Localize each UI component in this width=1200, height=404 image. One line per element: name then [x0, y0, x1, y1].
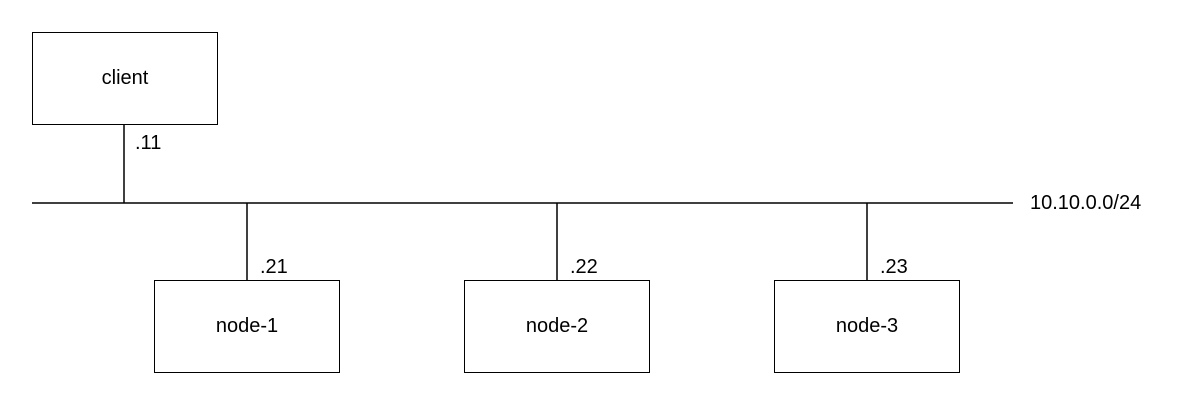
- node-3-address: .23: [880, 256, 908, 278]
- client-label: client: [101, 67, 149, 89]
- node-3-box: node-3: [774, 280, 960, 373]
- node-1-box: node-1: [154, 280, 340, 373]
- subnet-label: 10.10.0.0/24: [1030, 192, 1142, 214]
- node-3-label: node-3: [835, 315, 899, 337]
- client-box: client: [32, 32, 218, 125]
- node-1-label: node-1: [215, 315, 279, 337]
- client-address: .11: [135, 132, 162, 154]
- node-2-label: node-2: [525, 315, 589, 337]
- node-2-address: .22: [570, 256, 598, 278]
- node-2-box: node-2: [464, 280, 650, 373]
- node-1-address: .21: [260, 256, 288, 278]
